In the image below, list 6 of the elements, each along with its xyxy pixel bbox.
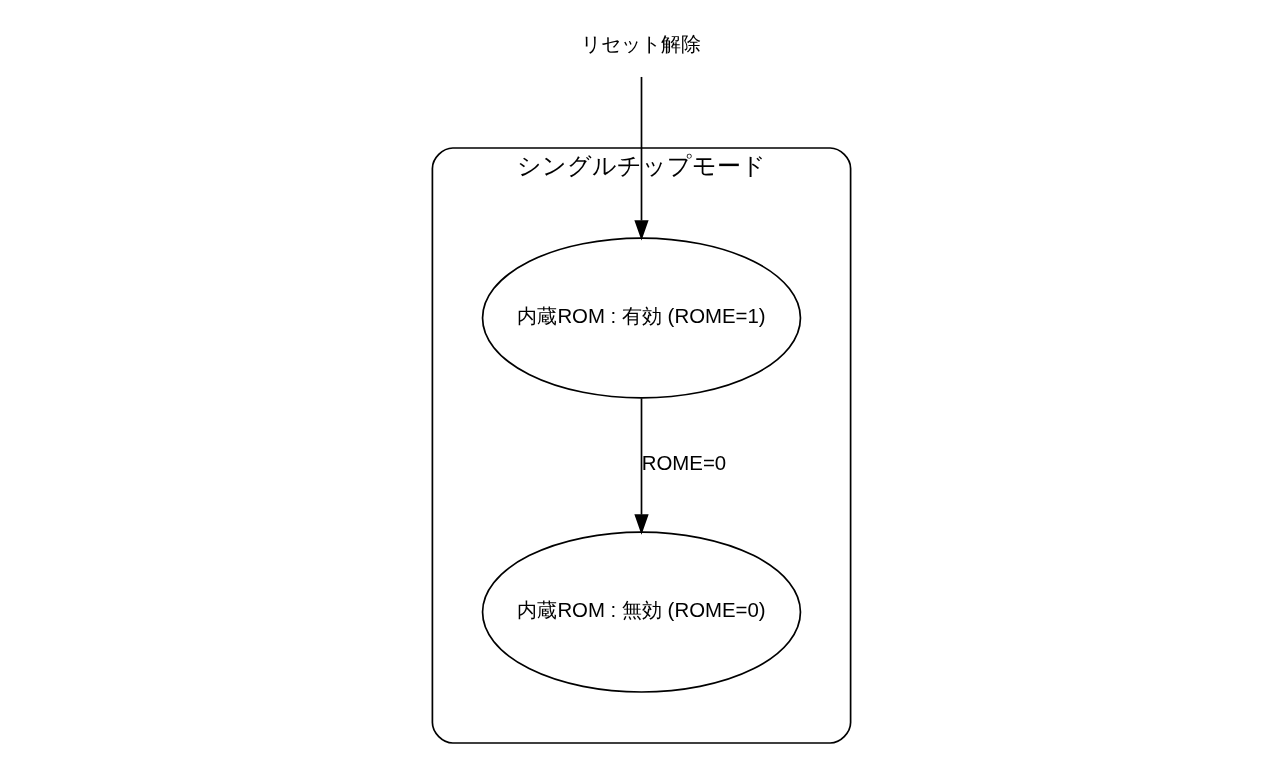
arrow	[633, 397, 649, 535]
node-ellipse: 内蔵ROM : 無効 (ROME=0)	[481, 531, 801, 693]
edge-label: ROME=0	[641, 452, 726, 475]
node-text: リセット解除	[581, 33, 701, 56]
arrow	[633, 76, 649, 241]
node-ellipse: 内蔵ROM : 有効 (ROME=1)	[481, 237, 801, 399]
